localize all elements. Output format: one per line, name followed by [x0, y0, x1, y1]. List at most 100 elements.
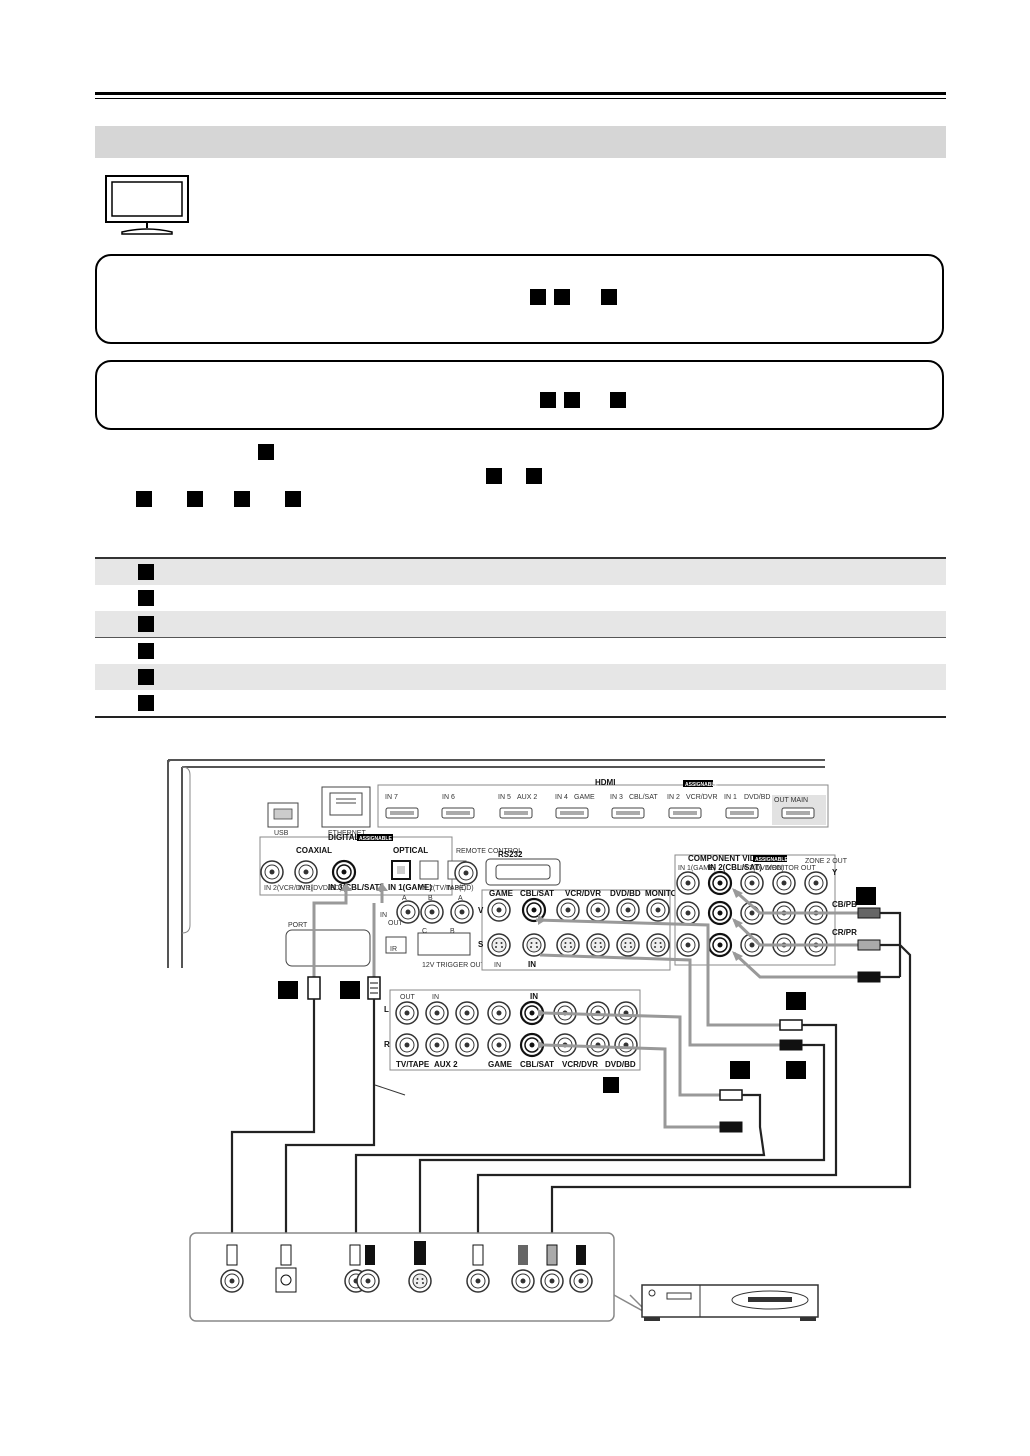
audio-vcrdvr: VCR/DVR	[562, 1060, 598, 1069]
marker-square	[234, 491, 250, 507]
marker-square	[526, 468, 542, 484]
optical-label: OPTICAL	[393, 846, 428, 855]
ethernet-label: ETHERNET	[328, 830, 366, 837]
marker-square	[610, 392, 626, 408]
component-in2: IN 2(CBL/SAT)	[708, 863, 762, 872]
ir-a: A	[402, 895, 407, 902]
hdmi-vcrdvr: VCR/DVR	[686, 794, 718, 801]
hdmi-cblsat: CBL/SAT	[629, 794, 658, 801]
hdmi-in1: IN 1	[724, 794, 737, 801]
coax-in1: IN 1(DVD/BD)	[298, 885, 342, 892]
section-band	[95, 126, 946, 158]
marker-square	[554, 289, 570, 305]
component-cb-label: CB/PB	[832, 900, 857, 909]
cable-optical-up	[372, 883, 384, 987]
hdmi-ports: IN 7 IN 6 IN 5 AUX 2 IN 4 GAME IN 3 CBL/…	[385, 794, 826, 825]
audio-tvtape: TV/TAPE	[396, 1060, 430, 1069]
video-game-label: GAME	[489, 889, 514, 898]
assignable-label-3: ASSIGNABLE	[755, 857, 788, 863]
video-in-label: IN	[494, 962, 501, 969]
video-monitor-label: MONITOR OUT	[645, 889, 702, 898]
cable-black-optical	[284, 999, 376, 1235]
table-divider	[95, 637, 946, 638]
player-icon	[641, 1284, 819, 1321]
video-vcrdvr-label: VCR/DVR	[565, 889, 601, 898]
hdmi-in3: IN 3	[610, 794, 623, 801]
cable-comp-cr	[732, 951, 858, 979]
component-video-label: COMPONENT VIDEO	[688, 854, 767, 863]
marker-square	[340, 981, 360, 999]
callout-box-1	[95, 254, 944, 344]
connection-diagram: HDMI ASSIGNABLE IN 7 IN 6 IN 5 AUX 2 IN …	[167, 759, 912, 1322]
digital-label: DIGITAL	[328, 833, 360, 842]
assignable-label-2: ASSIGNABLE	[359, 836, 392, 842]
cable-composite	[535, 918, 780, 1027]
marker-square	[138, 616, 154, 632]
hdmi-game: GAME	[574, 794, 595, 801]
marker-square	[856, 887, 876, 905]
marker-square	[138, 590, 154, 606]
marker-square	[138, 669, 154, 685]
header-rule	[95, 92, 946, 95]
optical-in2: IN 2(TV/TAPE)	[420, 885, 466, 892]
marker-square	[601, 289, 617, 305]
hdmi-dvdbd: DVD/BD	[744, 794, 770, 801]
coax-in3: IN 3(CBL/SAT)	[328, 883, 382, 892]
marker-square	[187, 491, 203, 507]
cable-comp-y	[733, 888, 858, 915]
audio-out-label: OUT	[400, 994, 416, 1001]
hdmi-in7: IN 7	[385, 794, 398, 801]
callout-box-2	[95, 360, 944, 430]
table-row	[95, 585, 946, 611]
remote-control-label: REMOTE CONTROL	[456, 848, 522, 855]
assignable-label: ASSIGNABLE	[685, 782, 718, 788]
ir-in: IN	[380, 912, 387, 919]
cable-audio-l	[543, 1011, 720, 1097]
trigger-b: B	[450, 928, 455, 935]
ir-a2: A	[458, 895, 463, 902]
cable-audio-r	[543, 1043, 720, 1129]
component-cr-label: CR/PR	[832, 928, 857, 937]
trigger-label: 12V TRIGGER OUT	[422, 962, 486, 969]
audio-game: GAME	[488, 1060, 513, 1069]
zone2-out-label: ZONE 2 OUT	[805, 858, 848, 865]
table-row	[95, 638, 946, 664]
optical-in3: IN 3(CD)	[446, 885, 474, 892]
port-label: PORT	[288, 922, 308, 929]
marker-square	[540, 392, 556, 408]
rs232-label: RS232	[498, 850, 523, 859]
hdmi-aux2: AUX 2	[517, 794, 537, 801]
marker-square	[603, 1077, 619, 1093]
table-bottom-rule	[95, 716, 946, 718]
marker-square	[138, 695, 154, 711]
hdmi-in6: IN 6	[442, 794, 455, 801]
cable-black-composite	[476, 1023, 838, 1255]
component-monitor-out: MONITOR OUT	[766, 865, 816, 872]
table-row	[95, 611, 946, 637]
tv-icon	[105, 175, 189, 235]
marker-square	[285, 491, 301, 507]
marker-square	[786, 1061, 806, 1079]
component-in1: IN 1(GAME)	[678, 865, 716, 872]
cable-black-svideo	[418, 1043, 826, 1235]
coaxial-label: COAXIAL	[296, 846, 332, 855]
component-y-label: Y	[832, 868, 838, 877]
audio-in-label-cbl: IN	[530, 992, 538, 1001]
cable-comp-cb	[732, 918, 858, 947]
table-row	[95, 690, 946, 716]
hdmi-in5: IN 5	[498, 794, 511, 801]
hdmi-label: HDMI	[595, 778, 615, 787]
audio-cblsat: CBL/SAT	[520, 1060, 554, 1069]
hdmi-in4: IN 4	[555, 794, 568, 801]
cable-black-coax	[230, 999, 316, 1235]
plugs	[307, 907, 881, 1133]
marker-square	[530, 289, 546, 305]
marker-square	[486, 468, 502, 484]
marker-square	[138, 643, 154, 659]
component-in3: IN 3(DVD/BD)	[740, 865, 784, 872]
ir-label: IR	[390, 946, 397, 953]
table-row	[95, 664, 946, 690]
audio-aux2: AUX 2	[434, 1060, 458, 1069]
ir-b: B	[428, 895, 433, 902]
out-label: OUT	[388, 920, 404, 927]
